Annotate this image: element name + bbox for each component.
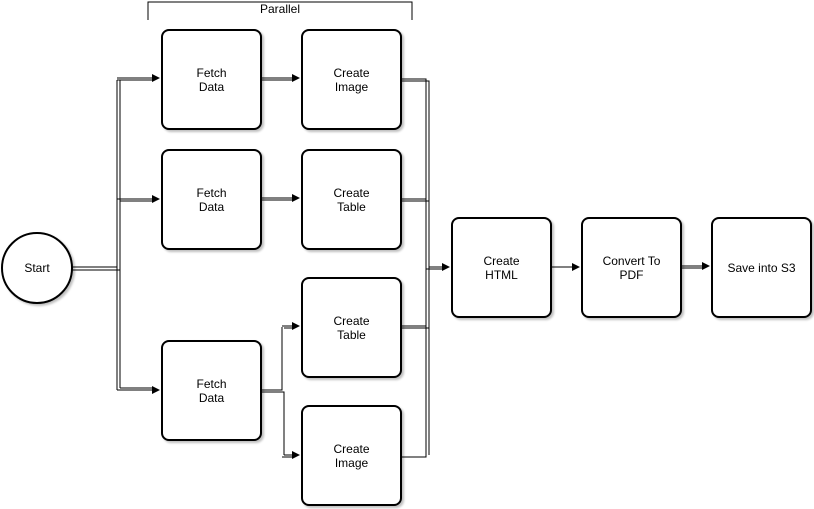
start-node[interactable]: Start [1,232,73,304]
create-table-node-2[interactable]: Create Table [301,149,402,250]
fetch-data-node-2[interactable]: Fetch Data [161,149,262,250]
parallel-label: Parallel [259,2,301,16]
edge-merge-table-2 [402,198,429,202]
edge-merge-table-3 [402,325,429,329]
convert-to-pdf-node[interactable]: Convert To PDF [581,217,682,318]
create-image-node-1[interactable]: Create Image [301,29,402,130]
fetch-data-node-3[interactable]: Fetch Data [161,340,262,441]
fetch-data-node-1[interactable]: Fetch Data [161,29,262,130]
edge-start-trunk-down [116,267,121,390]
create-html-node[interactable]: Create HTML [451,217,552,318]
create-image-node-3[interactable]: Create Image [301,405,402,506]
parallel-bracket [147,1,413,20]
edge-fetch-3-split [262,327,285,455]
edge-merge-bus [402,78,430,458]
edge-start-trunk [72,80,121,271]
create-table-node-3[interactable]: Create Table [301,277,402,378]
save-into-s3-node[interactable]: Save into S3 [711,217,812,318]
